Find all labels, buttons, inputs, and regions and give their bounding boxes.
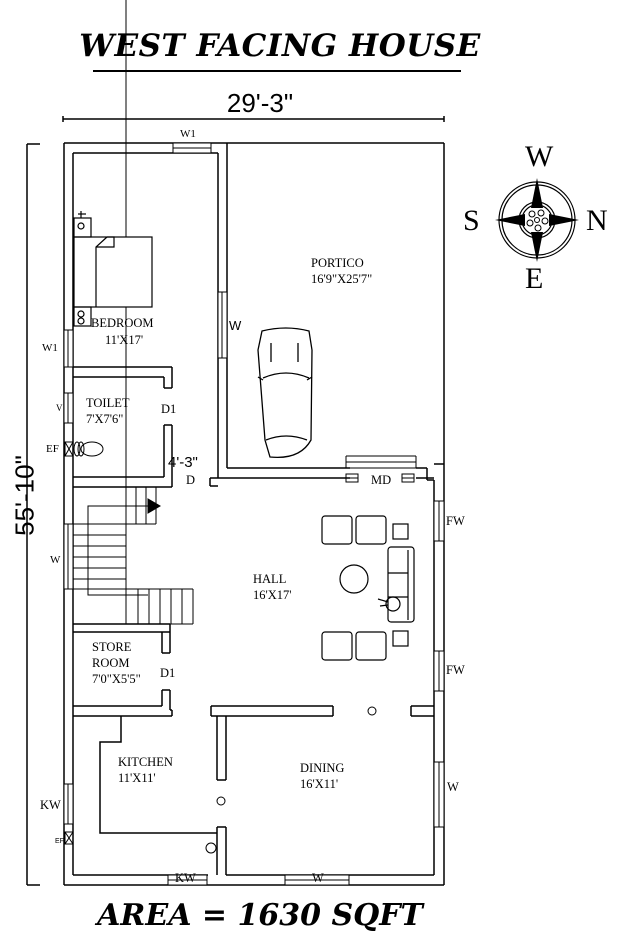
plan-title: WEST FACING HOUSE bbox=[79, 28, 481, 64]
window-w-bottom-label: W bbox=[312, 871, 324, 885]
kitchen-size: 11'X11' bbox=[118, 771, 156, 785]
compass-east-label: E bbox=[525, 262, 544, 295]
kitchen-window-left-label: KW bbox=[40, 798, 61, 812]
french-window-2-label: FW bbox=[446, 663, 465, 677]
kitchen-label: KITCHEN bbox=[118, 755, 173, 769]
toilet-size: 7'X7'6" bbox=[86, 412, 124, 426]
compass-south-label: S bbox=[463, 204, 480, 237]
hall-size: 16'X17' bbox=[253, 588, 292, 602]
column-markers bbox=[205, 706, 377, 854]
toilet-label: TOILET bbox=[86, 396, 130, 410]
ventilator-label: V bbox=[56, 403, 63, 413]
bed-icon bbox=[73, 211, 153, 327]
exhaust-fan-kitchen-label: EF bbox=[55, 838, 64, 845]
toilet-commode-icon bbox=[73, 441, 104, 457]
kitchen-counter bbox=[99, 716, 217, 834]
window-w-stair-label: W bbox=[50, 554, 61, 566]
window-w-right-label: W bbox=[447, 780, 459, 794]
bedroom-size: 11'X17' bbox=[105, 333, 144, 347]
french-window-1-label: FW bbox=[446, 514, 465, 528]
compass-north-label: N bbox=[586, 204, 608, 237]
window-w1-top-label: W1 bbox=[180, 128, 196, 140]
window-w-portico-label: W bbox=[229, 318, 242, 333]
kitchen-window-bottom-label: KW bbox=[175, 871, 196, 885]
title-underline bbox=[93, 70, 461, 72]
main-door-steps bbox=[345, 455, 417, 483]
sofa-set-icon bbox=[321, 515, 415, 661]
window-w1-left-label: W1 bbox=[42, 342, 58, 354]
store-label-line2: ROOM bbox=[92, 656, 130, 670]
dining-label: DINING bbox=[300, 761, 345, 775]
dining-size: 16'X11' bbox=[300, 777, 339, 791]
store-label-line1: STORE bbox=[92, 640, 132, 654]
car-icon bbox=[257, 327, 313, 459]
door-d-label: D bbox=[186, 473, 196, 487]
store-size: 7'0"X5'5" bbox=[92, 672, 141, 686]
passage-width-dimension: 4'-3" bbox=[168, 454, 198, 471]
area-label: AREA = 1630 SQFT bbox=[97, 898, 423, 933]
compass-west-label: W bbox=[525, 140, 554, 173]
door-d1-store-label: D1 bbox=[160, 666, 176, 680]
door-d1-toilet-label: D1 bbox=[161, 402, 177, 416]
main-door-label: MD bbox=[371, 473, 392, 487]
windows bbox=[63, 142, 445, 886]
portico-size: 16'9"X25'7" bbox=[311, 272, 373, 286]
exhaust-fan-toilet-label: EF bbox=[46, 443, 59, 455]
width-dimension: 29'-3" bbox=[226, 88, 294, 118]
portico-label: PORTICO bbox=[311, 256, 364, 270]
bedroom-label: BEDROOM bbox=[91, 316, 154, 330]
hall-label: HALL bbox=[253, 572, 287, 586]
exhaust-fan-icons bbox=[64, 441, 74, 845]
